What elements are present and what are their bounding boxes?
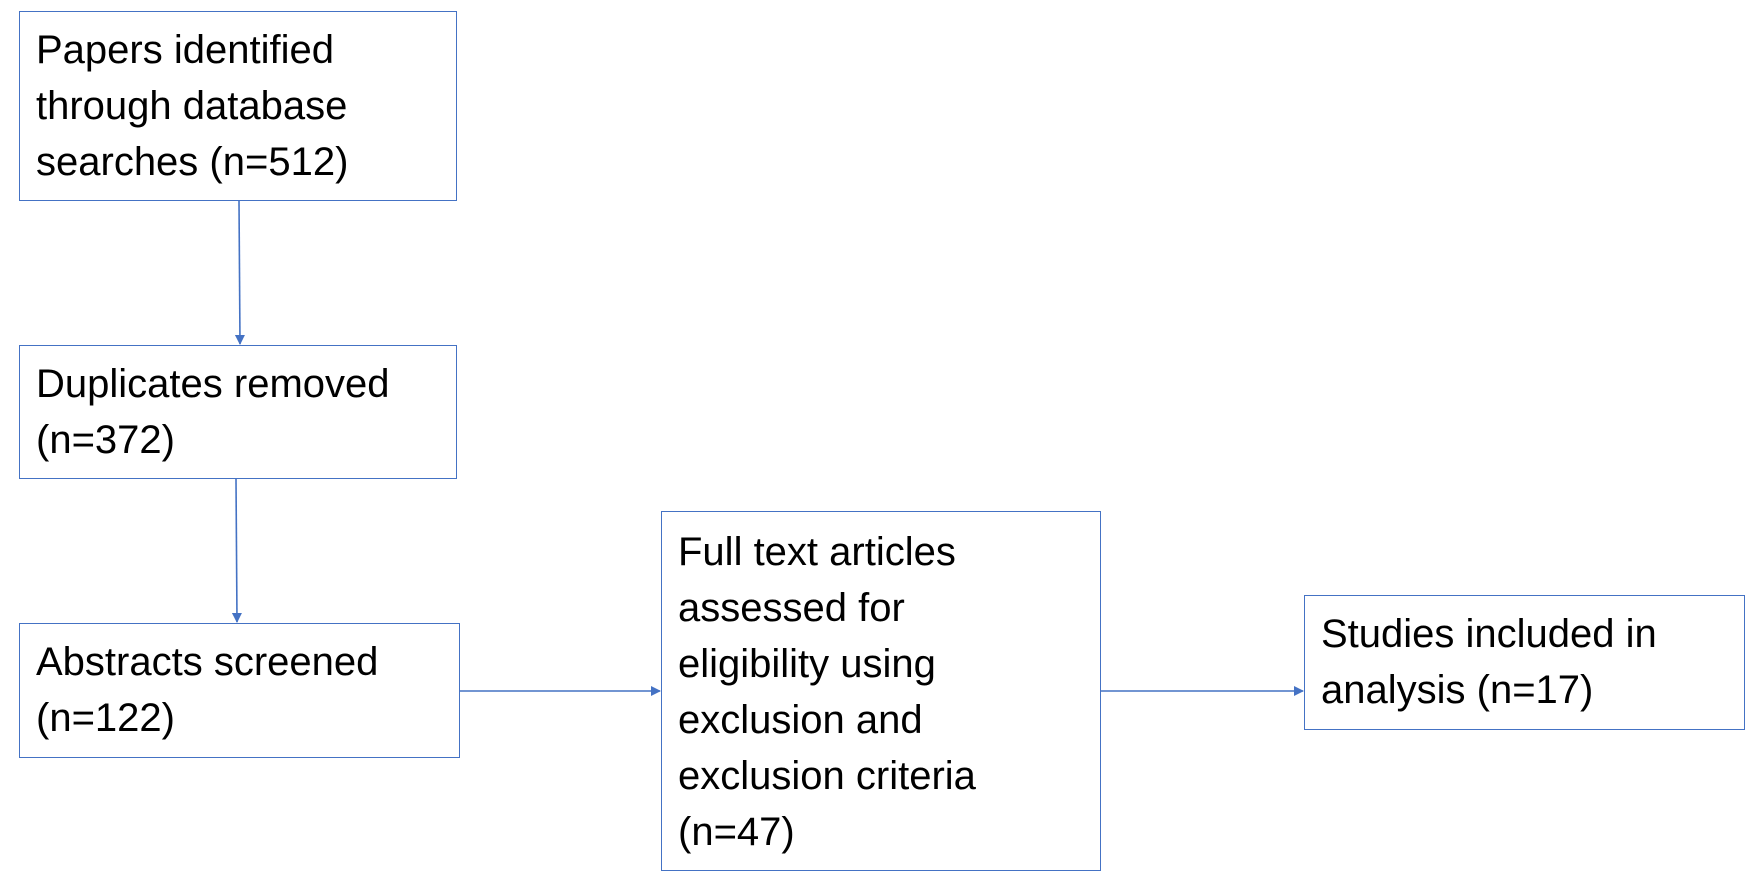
arrow-duplicates-to-abstracts: [231, 478, 242, 623]
node-full-text-assessed: Full text articles assessed for eligibil…: [661, 511, 1101, 871]
arrow-identified-to-duplicates: [234, 200, 245, 345]
node-abstracts-screened: Abstracts screened (n=122): [19, 623, 460, 758]
node-duplicates-removed: Duplicates removed (n=372): [19, 345, 457, 479]
node-studies-included: Studies included in analysis (n=17): [1304, 595, 1745, 730]
node-papers-identified: Papers identified through database searc…: [19, 11, 457, 201]
